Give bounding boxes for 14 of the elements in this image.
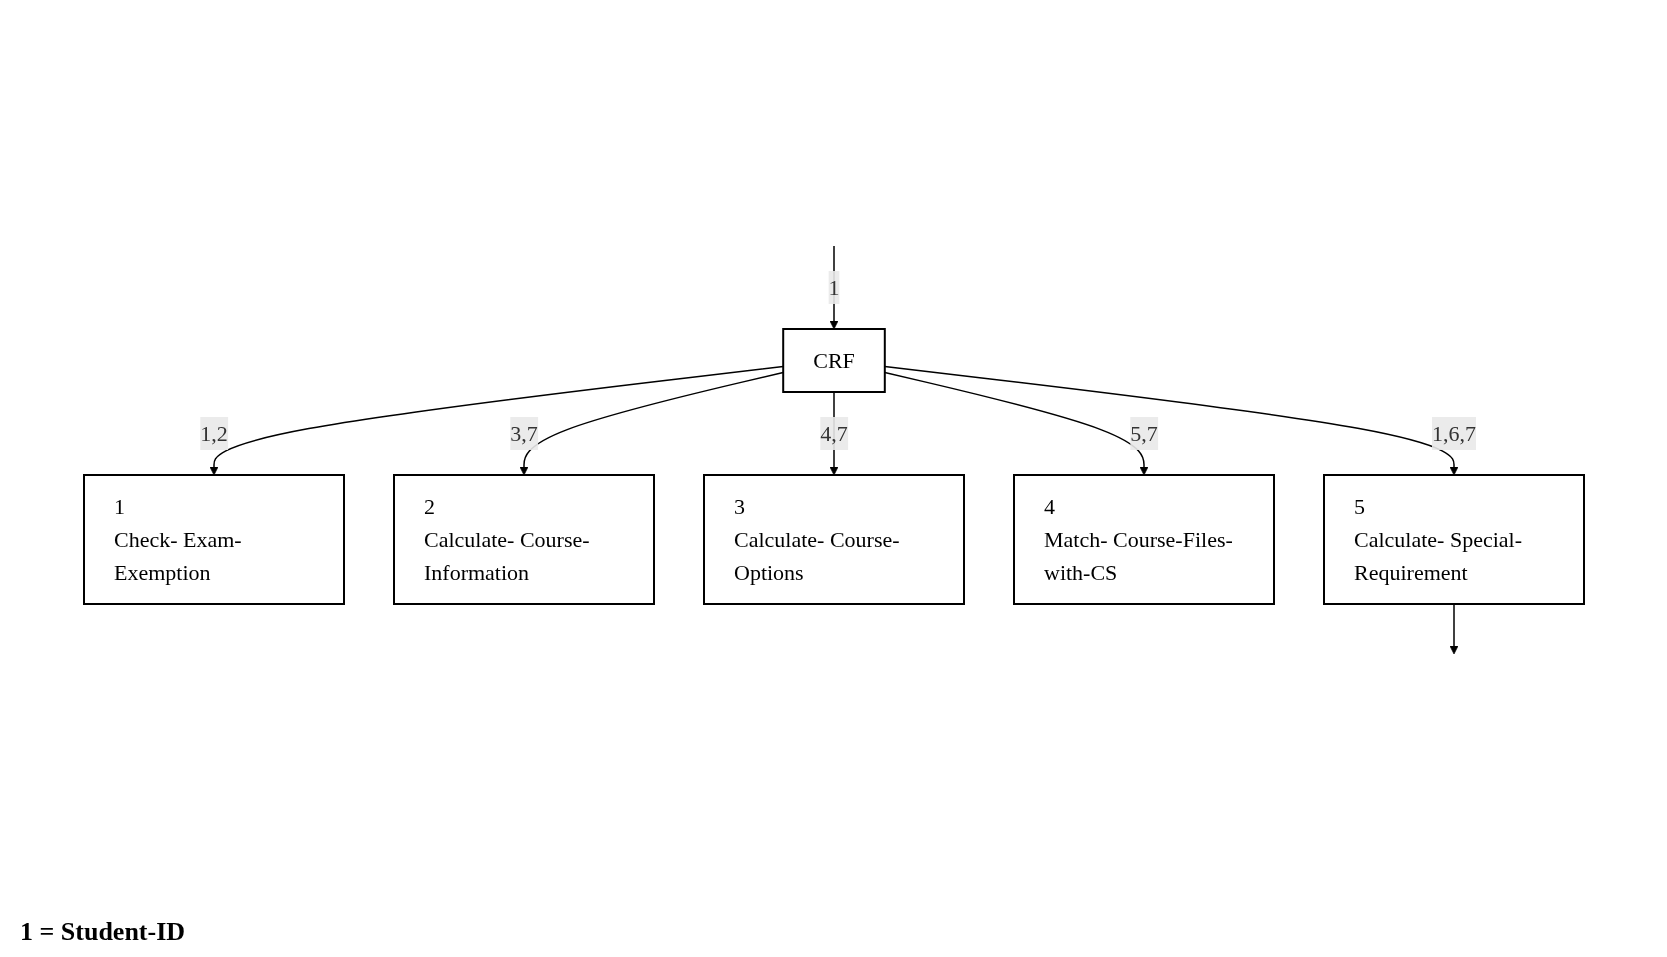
node-box: 2 Calculate- Course- Information	[392, 474, 655, 605]
node-box: CRF	[781, 328, 886, 393]
node-box: 1 Check- Exam- Exemption	[82, 474, 345, 605]
arrow	[1449, 603, 1458, 655]
edge-label: 5,7	[1129, 421, 1158, 446]
edge-label: 3,7	[509, 421, 538, 446]
note-text: 1 = Student-ID	[20, 917, 186, 947]
node-box: 3 Calculate- Course- Options	[702, 474, 965, 605]
edge-label: 1,6,7	[1431, 421, 1476, 446]
node-box: 4 Match- Course-Files- with-CS	[1012, 474, 1275, 605]
edge-label: 1	[828, 275, 839, 300]
node-box: 5 Calculate- Special- Requirement	[1322, 474, 1585, 605]
edge-label: 4,7	[819, 421, 848, 446]
edge-label: 1,2	[199, 421, 228, 446]
